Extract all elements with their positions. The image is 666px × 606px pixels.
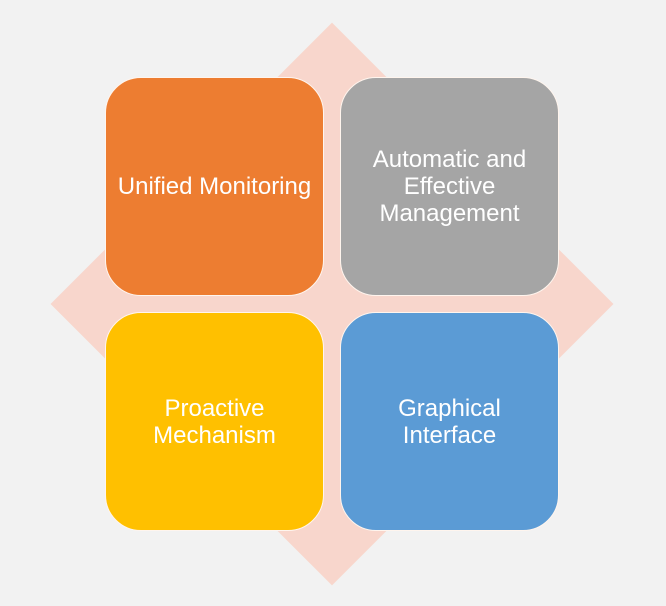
quadrant-label: Unified Monitoring <box>117 173 312 200</box>
quadrant-unified-monitoring: Unified Monitoring <box>105 77 324 296</box>
quadrant-automatic-management: Automatic and Effective Management <box>340 77 559 296</box>
quadrant-label: Automatic and Effective Management <box>372 146 527 227</box>
quadrant-label: Proactive Mechanism <box>153 394 276 449</box>
quadrant-label: Graphical Interface <box>398 394 501 449</box>
quadrant-graphical-interface: Graphical Interface <box>340 312 559 531</box>
quadrant-proactive-mechanism: Proactive Mechanism <box>105 312 324 531</box>
